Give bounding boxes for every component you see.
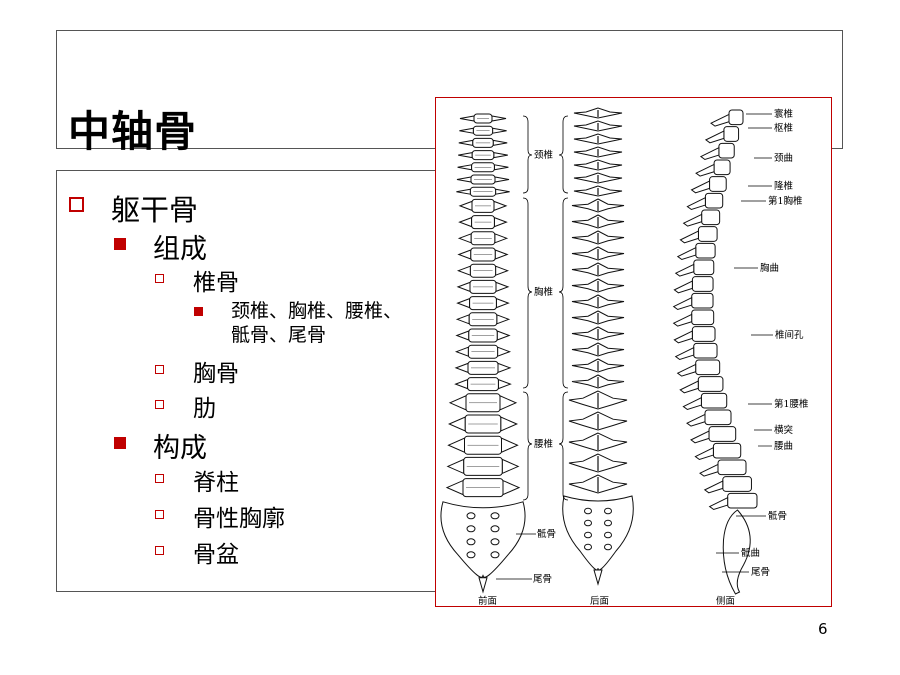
content-frame [56, 170, 436, 592]
label-atlas: 寰椎 [774, 108, 794, 120]
label-intervertebral-foramen: 椎间孔 [775, 329, 804, 341]
caption-front: 前面 [478, 595, 497, 607]
label-first-lumbar: 第1腰椎 [774, 398, 809, 410]
outline-item-ribs: 肋 [193, 396, 216, 422]
label-side-coccyx: 尾骨 [751, 567, 770, 578]
outline-item-spine: 脊柱 [193, 470, 239, 496]
label-cervical-curve: 颈曲 [774, 153, 793, 164]
label-first-thoracic: 第1胸椎 [768, 195, 803, 207]
outline-item-composition: 组成 [153, 234, 207, 265]
solid-square-bullet-icon [114, 238, 126, 250]
hollow-square-bullet-icon [155, 365, 164, 374]
label-transverse-process: 横突 [774, 424, 794, 436]
label-sacrum: 骶骨 [537, 528, 556, 540]
label-side-sacrum: 骶骨 [768, 510, 787, 522]
hollow-square-bullet-icon [69, 197, 84, 212]
label-cervical: 颈椎 [534, 149, 554, 161]
side-view-spine [672, 109, 758, 595]
solid-square-bullet-icon [194, 307, 203, 316]
label-thoracic: 胸椎 [534, 286, 554, 298]
hollow-square-bullet-icon [155, 400, 164, 409]
label-thoracic-curve: 胸曲 [760, 262, 779, 274]
outline-item-pelvis: 骨盆 [193, 542, 239, 568]
label-sacral-curve: 骶曲 [741, 547, 760, 559]
page-number: 6 [818, 620, 828, 638]
label-axis: 枢椎 [774, 122, 794, 134]
caption-side: 侧面 [716, 595, 735, 607]
side-leader-lines [716, 113, 773, 573]
hollow-square-bullet-icon [155, 546, 164, 555]
slide-title: 中轴骨 [68, 107, 198, 156]
solid-square-bullet-icon [114, 437, 126, 449]
outline-item-trunk-bones: 躯干骨 [111, 193, 199, 227]
front-region-braces [522, 115, 569, 501]
outline-item-vertebra-types-line2: 骶骨、尾骨 [231, 324, 327, 346]
spine-drawing: 颈椎 胸椎 腰椎 骶骨 尾骨 寰椎 枢椎 颈曲 隆椎 第1胸椎 胸曲 椎间孔 [440, 107, 809, 607]
hollow-square-bullet-icon [155, 474, 164, 483]
outline-item-sternum: 胸骨 [193, 361, 239, 387]
caption-back: 后面 [590, 596, 609, 607]
spine-illustration: 颈椎 胸椎 腰椎 骶骨 尾骨 寰椎 枢椎 颈曲 隆椎 第1胸椎 胸曲 椎间孔 [435, 97, 832, 607]
hollow-square-bullet-icon [155, 510, 164, 519]
hollow-square-bullet-icon [155, 274, 164, 283]
outline-item-vertebra-types-line1: 颈椎、胸椎、腰椎、 [231, 300, 403, 322]
back-view-spine [562, 107, 634, 586]
outline-item-vertebrae: 椎骨 [193, 270, 239, 296]
label-vertebra-prominens: 隆椎 [774, 180, 794, 192]
label-lumbar-curve: 腰曲 [774, 441, 793, 452]
outline-item-constitutes: 构成 [153, 433, 207, 464]
outline-item-bony-thorax: 骨性胸廓 [193, 506, 285, 532]
front-view-spine [440, 113, 526, 594]
label-lumbar: 腰椎 [534, 438, 554, 450]
label-coccyx: 尾骨 [533, 574, 552, 585]
